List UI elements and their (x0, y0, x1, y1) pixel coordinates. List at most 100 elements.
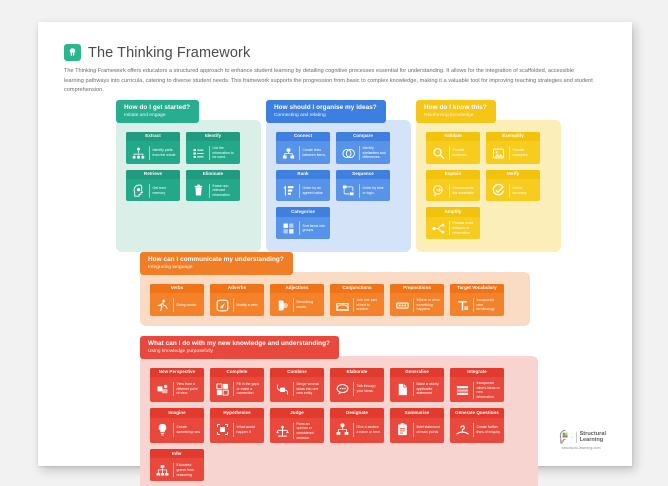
card-imagine[interactable]: Imagine Create something new (150, 408, 204, 443)
logo-divider (575, 431, 577, 443)
card-extract[interactable]: Extract Identify parts from the whole (126, 131, 180, 164)
card-hypothesise[interactable]: Hypothesise What would happen if (210, 408, 264, 443)
card-sequence[interactable]: Sequence Order by time or logic. (336, 169, 390, 202)
card-desc: Describing words. (296, 300, 314, 310)
group-subtitle: Using knowledge purposefully (148, 348, 213, 354)
card-complete[interactable]: Complete Fill in the gaps or make a conn… (210, 367, 264, 403)
group-banner-organise: How should I organise my ideas? Connecti… (266, 100, 386, 123)
expand-nodes-icon (429, 220, 449, 236)
structural-learning-logo-icon (557, 429, 573, 445)
card-elaborate[interactable]: Elaborate Talk through your ideas. (330, 367, 384, 403)
footer-logo: Structural Learning structural-learning.… (557, 429, 606, 450)
bridge-link-icon (333, 297, 353, 313)
group-organise: How should I organise my ideas? Connecti… (266, 100, 411, 252)
card-desc: Create something new (176, 424, 201, 434)
group-question: How can I communicate my understanding? (148, 256, 284, 263)
card-conjunctions[interactable]: Conjunctions Join one part of text to an… (330, 283, 384, 316)
card-title: Judge (270, 408, 324, 418)
card-title: Identify (186, 131, 240, 142)
card-explain[interactable]: Explain Communicate the essentials (426, 169, 480, 202)
card-title: Hypothesise (210, 408, 264, 418)
text-tool-icon (453, 297, 473, 313)
card-desc: What would happen if (236, 424, 255, 434)
group-question: How do I know this? (424, 104, 487, 111)
group-banner-communicate: How can I communicate my understanding? … (140, 252, 293, 275)
group-question: What can I do with my new knowledge and … (148, 340, 331, 347)
group-body-know-this: Validate Provide evidence Exemplify (416, 119, 561, 252)
card-summarise[interactable]: Summarise Brief statement of main points (390, 408, 444, 443)
hierarchy-icon (129, 145, 149, 161)
card-infer[interactable]: Infer Educated guess from reasoning (150, 448, 204, 481)
card-integrate[interactable]: Integrate Incorporate others ideas or ne… (450, 367, 504, 403)
group-subtitle: Integrating language (148, 264, 193, 270)
card-compare[interactable]: Compare Identify similarities and differ… (336, 131, 390, 164)
group-question: How do I get started? (124, 104, 191, 111)
card-amplify[interactable]: Amplify Provide more features or informa… (426, 207, 480, 239)
card-desc: Create links between items. (302, 148, 327, 158)
card-retrieve[interactable]: Retrieve Get from memory (126, 169, 180, 202)
card-categorise[interactable]: Categorise Sort items into groups (276, 207, 330, 239)
question-hand-icon (453, 422, 473, 438)
group-banner-get-started: How do I get started? Initiate and engag… (116, 100, 200, 123)
card-identify[interactable]: Identify List the information to be used… (186, 131, 240, 164)
card-generalise[interactable]: Generalise Make a widely applicable stat… (390, 367, 444, 403)
card-verbs[interactable]: Verbs Doing words. (150, 283, 204, 316)
poster-header: The Thinking Framework (64, 44, 606, 61)
card-title: Validate (426, 131, 480, 142)
card-eliminate[interactable]: Eliminate Erase non relevant information (186, 169, 240, 202)
card-prepositions[interactable]: Prepositions Where or when something hap… (390, 283, 444, 316)
card-desc: Order by an agreed value (302, 186, 323, 195)
poster-sheet: The Thinking Framework The Thinking Fram… (38, 22, 632, 486)
card-desc: View from a different point of view (176, 381, 198, 396)
card-desc: List the information to be used. (212, 145, 234, 160)
card-judge[interactable]: Judge Form an opinion or considered deci… (270, 408, 324, 443)
checklist-icon (189, 145, 209, 161)
group-subtitle: Connecting and relating (274, 112, 326, 118)
card-desc: Modify a verb. (236, 302, 259, 307)
group-body-communicate: Verbs Doing words. Adverbs (140, 271, 530, 326)
merge-icon (273, 381, 293, 397)
card-title: Explain (426, 169, 480, 180)
card-desc: Create further lines of enquiry (476, 424, 501, 434)
group-body-get-started: Extract Identify parts from the whole Id… (116, 119, 261, 252)
card-title: Infer (150, 448, 204, 459)
card-adjectives[interactable]: Adjectives Describing words. (270, 283, 324, 316)
card-title: New Perspective (150, 367, 204, 378)
bracket-question-icon (213, 422, 233, 438)
card-verify[interactable]: Verify Check accuracy (486, 169, 540, 202)
card-title: Summarise (390, 408, 444, 418)
page-title: The Thinking Framework (88, 44, 251, 61)
card-desc: Make a widely applicable statement (416, 381, 439, 396)
card-title: Adverbs (210, 283, 264, 294)
card-title: Conjunctions (330, 283, 384, 294)
colour-swatch-icon (273, 297, 293, 313)
card-desc: Join one part of text to another (356, 297, 377, 312)
card-desc: Where or when something happens (416, 297, 441, 312)
card-desc: Form an opinion or considered decision (296, 421, 314, 440)
card-exemplify[interactable]: Exemplify Provide examples (486, 131, 540, 164)
speech-bubble-icon (333, 381, 353, 397)
card-title: Target Vocabulary (450, 283, 504, 294)
group-body-new-knowledge: New Perspective View from a different po… (140, 355, 538, 486)
card-combine[interactable]: Combine Merge several ideas into one new… (270, 367, 324, 403)
group-banner-know-this: How do I know this? Reinforcing knowledg… (416, 100, 496, 123)
card-connect[interactable]: Connect Create links between items. (276, 131, 330, 164)
card-new-perspective[interactable]: New Perspective View from a different po… (150, 367, 204, 403)
brand-line-2: Learning (579, 437, 604, 443)
org-tag-icon (333, 422, 353, 438)
card-title: Integrate (450, 367, 504, 378)
flow-sequence-icon (339, 183, 359, 199)
card-rank[interactable]: Rank Order by an agreed value (276, 169, 330, 202)
card-generate-questions[interactable]: Generate Questions Create further lines … (450, 408, 504, 443)
card-desc: Provide more features or information (452, 221, 474, 235)
card-desc: Check accuracy (512, 186, 527, 195)
card-target-vocabulary[interactable]: Target Vocabulary Incorporate new termin… (450, 283, 504, 316)
lightbulb-icon (153, 422, 173, 438)
card-designate[interactable]: Designate Give a section a name or term (330, 408, 384, 443)
card-adverbs[interactable]: Adverbs Modify a verb. (210, 283, 264, 316)
card-validate[interactable]: Validate Provide evidence (426, 131, 480, 164)
puzzle-grid-icon (213, 381, 233, 397)
card-title: Combine (270, 367, 324, 378)
card-title: Extract (126, 131, 180, 142)
group-body-organise: Connect Create links between items. Comp… (266, 119, 411, 252)
